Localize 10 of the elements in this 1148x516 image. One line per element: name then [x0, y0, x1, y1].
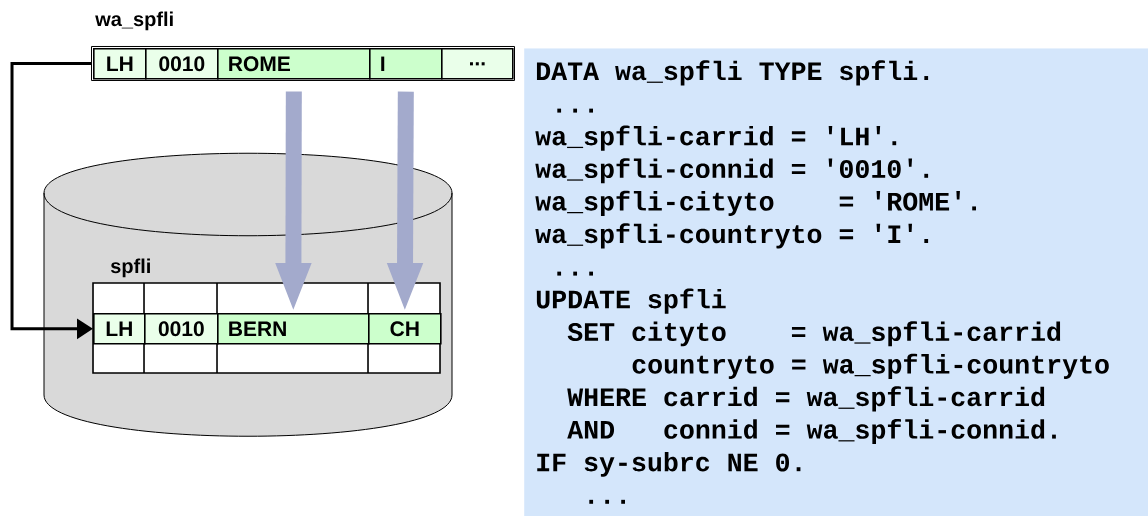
- node-label: wa_spfli: [95, 11, 173, 31]
- node-label: spfli: [110, 258, 150, 278]
- code-panel: DATA wa_spfli TYPE spfli. ... wa_spfli-carrid = 'LH'. wa_spfli-connid = '0010'. wa_spfli-cityto = 'ROME'. wa_spfli-countryto = 'I'. ... UPDATE spfli SET cityto = wa_spfli-carrid countryto = wa_spfli-countryto WHERE carrid = wa_spfli-carrid AND connid = wa_spfli-connid. IF sy-subrc NE 0. ...: [524, 48, 1148, 516]
- table-cell: 0010: [144, 313, 219, 345]
- table-cell: ...: [441, 48, 514, 80]
- table-cell: CH: [368, 313, 442, 345]
- table-cell: LH: [93, 313, 146, 345]
- table-cell: LH: [93, 48, 147, 80]
- table-cell: 0010: [145, 48, 219, 80]
- table-cell: I: [369, 48, 443, 80]
